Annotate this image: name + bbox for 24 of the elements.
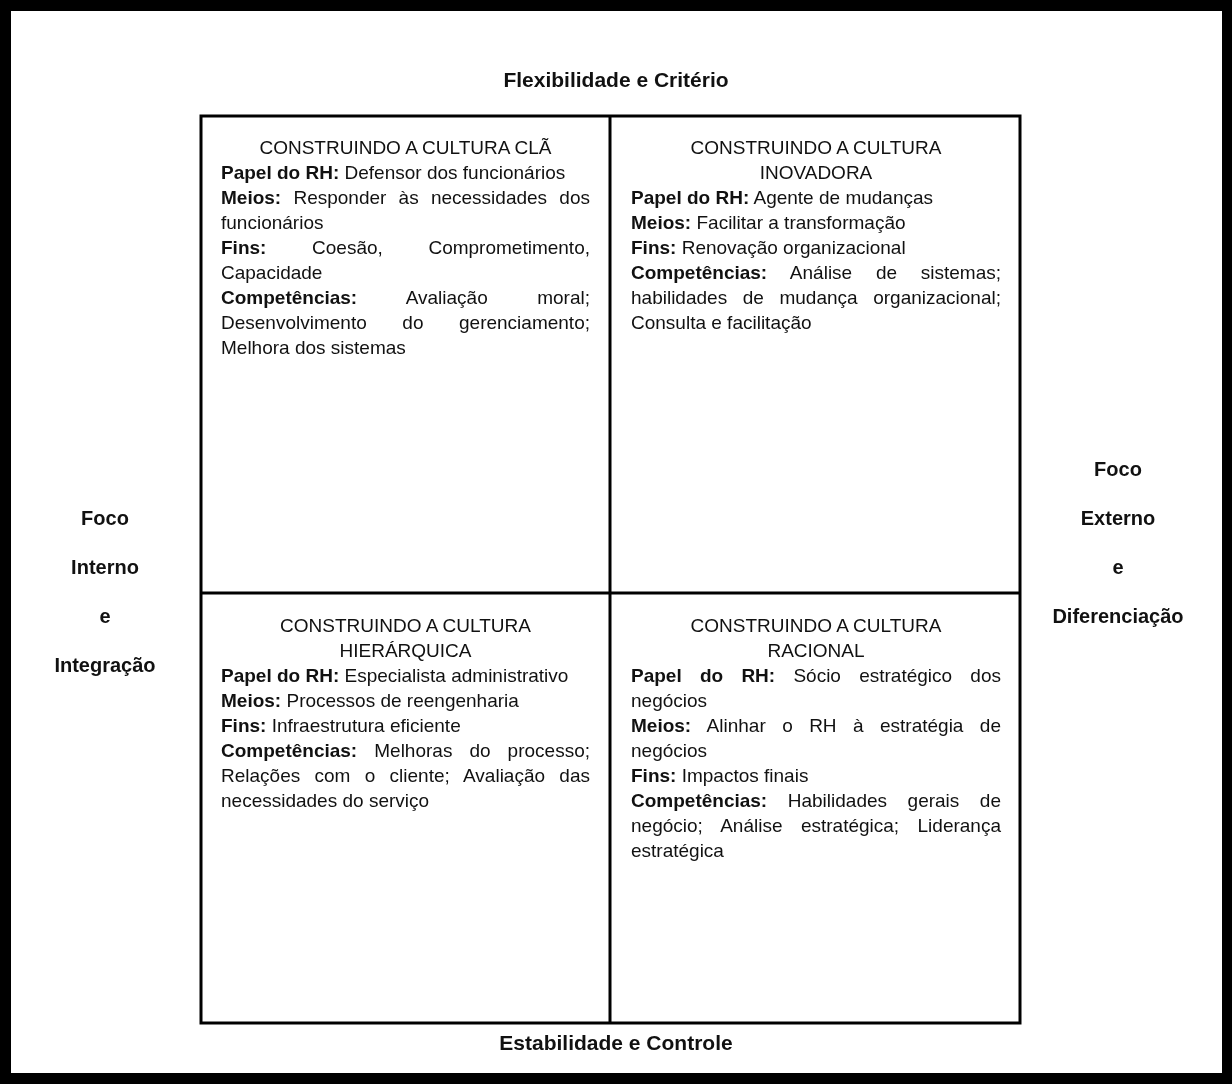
quadrant-text: Competências: Análise de sistemas; habilidades de mudança organizacional; Consulta e facilitação [631,261,1001,335]
quadrant-text: Meios: Facilitar a transformação [631,211,907,235]
quadrant-text: Meios: Processos de reengenharia [221,689,520,713]
quadrant-heading: CONSTRUINDO A CULTURA INOVADORA [689,136,943,185]
quadrant-heading: CONSTRUINDO A CULTURA HIERÁRQUICA [279,614,532,663]
quadrant-text: Meios: Alinhar o RH à estratégia de negócios [631,714,1001,763]
quadrant-text: Papel do RH: Agente de mudanças [631,186,935,210]
axis-label: Foco Externo e Diferenciação [1051,457,1185,629]
quadrant-text: Competências: Habilidades gerais de negócio; Análise estratégica; Liderança estratégica [631,789,1001,863]
axis-label: Flexibilidade e Critério [503,68,729,92]
quadrant-heading: CONSTRUINDO A CULTURA RACIONAL [689,614,943,663]
quadrant-text: Papel do RH: Defensor dos funcionários [221,161,567,185]
quadrant-text: Papel do RH: Especialista administrativo [221,664,570,688]
quadrant-text: Competências: Melhoras do processo; Relações com o cliente; Avaliação das necessidades do serviço [221,739,590,813]
axis-label: Foco Interno e Integração [53,506,157,678]
axis-label: Estabilidade e Controle [499,1031,733,1055]
quadrant-text: Competências: Avaliação moral; Desenvolvimento do gerenciamento; Melhora dos sistemas [221,286,590,360]
quadrant-text: Fins: Impactos finais [631,764,810,788]
quadrant-text: Fins: Coesão, Comprometimento, Capacidade [221,236,590,285]
quadrant-text: Fins: Renovação organizacional [631,236,907,260]
quadrant-heading: CONSTRUINDO A CULTURA CLÃ [258,136,553,160]
quadrant-text: Fins: Infraestrutura eficiente [221,714,462,738]
quadrant-text: Papel do RH: Sócio estratégico dos negócios [631,664,1001,713]
quadrant-text: Meios: Responder às necessidades dos funcionários [221,186,590,235]
